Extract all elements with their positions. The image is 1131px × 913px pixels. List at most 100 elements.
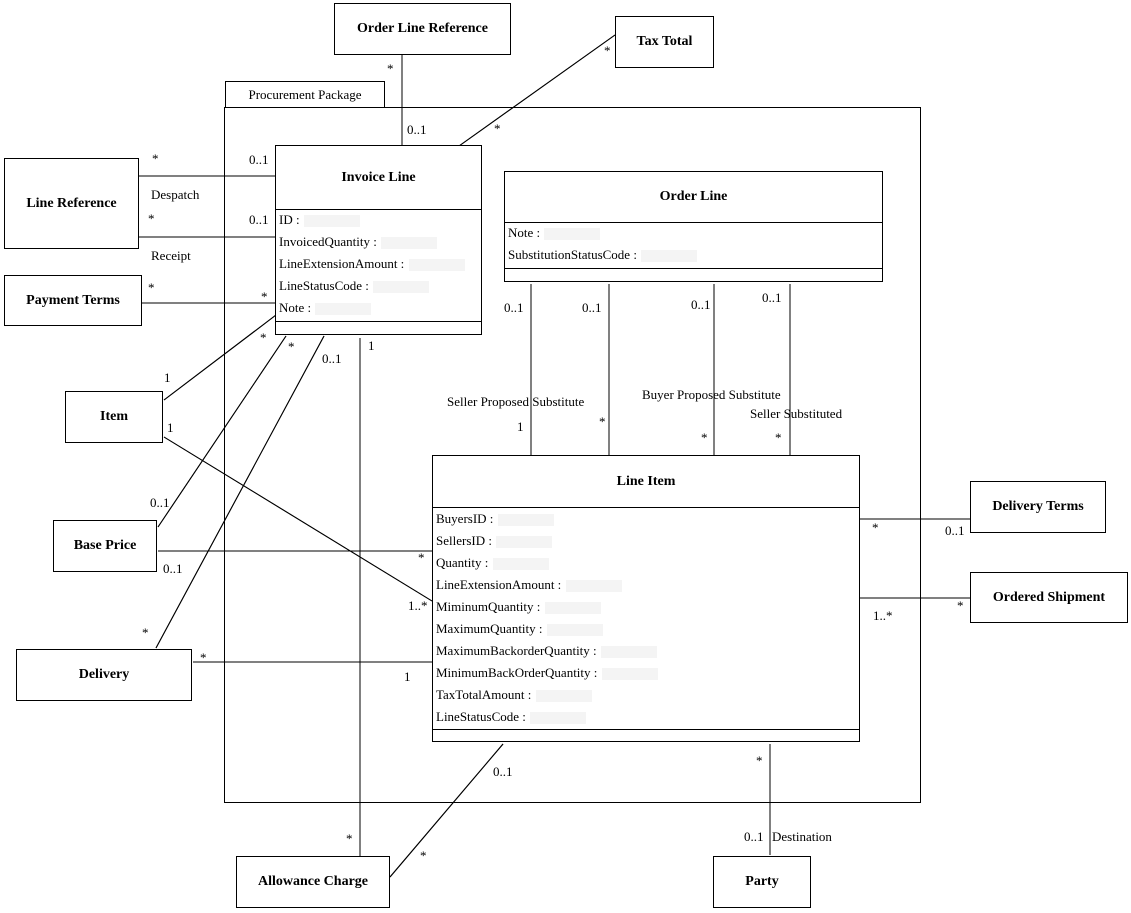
- multiplicity: *: [346, 831, 353, 846]
- class-name: Ordered Shipment: [992, 589, 1106, 605]
- attribute: BuyersID :: [436, 511, 554, 527]
- package-name: Procurement Package: [248, 86, 362, 102]
- multiplicity: *: [599, 414, 606, 429]
- class-allowance-charge[interactable]: Allowance Charge: [236, 856, 390, 908]
- class-base-price[interactable]: Base Price: [53, 520, 157, 572]
- multiplicity: 0..1: [744, 829, 764, 844]
- multiplicity: 0..1: [150, 495, 170, 510]
- attribute: Note :: [279, 300, 372, 316]
- assoc-bp-il-overlay: [157, 335, 287, 528]
- class-delivery-terms[interactable]: Delivery Terms: [970, 481, 1106, 533]
- multiplicity: 1..*: [408, 598, 428, 613]
- class-tax-total[interactable]: Tax Total: [615, 16, 714, 68]
- role-label-destination: Destination: [772, 829, 832, 844]
- role-label-seller-substituted: Seller Substituted: [750, 406, 843, 421]
- multiplicity: *: [200, 650, 207, 665]
- class-name: Party: [745, 874, 779, 889]
- class-name: Line Reference: [26, 195, 117, 211]
- attribute: TaxTotalAmount :: [436, 687, 592, 703]
- separator: [433, 729, 859, 730]
- multiplicity: 0..1: [249, 212, 269, 227]
- class-delivery[interactable]: Delivery: [16, 649, 192, 701]
- multiplicity: 0..1: [504, 300, 524, 315]
- attribute: MiminumQuantity :: [436, 599, 601, 615]
- multiplicity: 1..*: [873, 608, 893, 623]
- class-line-item[interactable]: Line Item BuyersID : SellersID : Quantit…: [432, 455, 860, 742]
- multiplicity: 0..1: [493, 764, 513, 779]
- package-tab: Procurement Package: [225, 81, 385, 108]
- class-name: Base Price: [73, 538, 137, 553]
- multiplicity: *: [494, 121, 501, 136]
- attribute: MaximumQuantity :: [436, 621, 603, 637]
- multiplicity: 0..1: [691, 297, 711, 312]
- multiplicity: 1: [517, 419, 524, 434]
- multiplicity: *: [418, 550, 425, 565]
- role-label-receipt: Receipt: [151, 248, 191, 263]
- assoc-taxtotal-invoiceline-overlay: [458, 34, 616, 147]
- class-name: Order Line Reference: [357, 21, 488, 36]
- assoc-item-li-overlay: [163, 436, 433, 602]
- multiplicity: *: [288, 339, 295, 354]
- multiplicity: 0..1: [945, 523, 965, 538]
- multiplicity: 0..1: [249, 152, 269, 167]
- class-party[interactable]: Party: [713, 856, 811, 908]
- multiplicity: 0..1: [163, 561, 183, 576]
- class-name: Payment Terms: [26, 292, 120, 308]
- class-name: Delivery Terms: [992, 499, 1084, 514]
- assoc-del-il-overlay: [155, 335, 325, 649]
- class-name: Allowance Charge: [257, 874, 369, 889]
- assoc-li-ac-overlay: [389, 743, 504, 878]
- multiplicity: *: [260, 330, 267, 345]
- multiplicity: *: [387, 61, 394, 76]
- multiplicity: 1: [164, 370, 171, 385]
- multiplicity: *: [775, 430, 782, 445]
- class-name: Order Line: [659, 189, 728, 204]
- multiplicity: *: [872, 520, 879, 535]
- attribute: MaximumBackorderQuantity :: [436, 643, 657, 659]
- separator: [433, 507, 859, 508]
- class-line-reference[interactable]: Line Reference: [4, 158, 139, 249]
- multiplicity: *: [420, 848, 427, 863]
- class-name: Invoice Line: [341, 169, 416, 185]
- attribute: LineExtensionAmount :: [436, 577, 622, 593]
- class-name: Tax Total: [636, 34, 693, 49]
- attribute: Note :: [508, 225, 601, 241]
- separator: [505, 268, 882, 269]
- multiplicity: *: [701, 430, 708, 445]
- attribute: ID :: [279, 212, 360, 228]
- class-order-line-reference[interactable]: Order Line Reference: [334, 3, 511, 55]
- class-payment-terms[interactable]: Payment Terms: [4, 275, 142, 326]
- separator: [276, 209, 481, 210]
- role-label-buyer-proposed-substitute: Buyer Proposed Substitute: [642, 387, 781, 402]
- multiplicity: 1: [404, 669, 411, 684]
- class-name: Line Item: [616, 473, 676, 489]
- class-item[interactable]: Item: [65, 391, 163, 443]
- separator: [276, 321, 481, 322]
- multiplicity: *: [148, 211, 155, 226]
- role-label-despatch: Despatch: [151, 187, 200, 202]
- assoc-item-il-overlay: [163, 314, 277, 401]
- multiplicity: 0..1: [322, 351, 342, 366]
- class-invoice-line[interactable]: Invoice Line ID : InvoicedQuantity : Lin…: [275, 145, 482, 335]
- class-name: Delivery: [78, 667, 130, 682]
- multiplicity: 1: [368, 338, 375, 353]
- multiplicity: 1: [167, 420, 174, 435]
- class-order-line[interactable]: Order Line Note : SubstitutionStatusCode…: [504, 171, 883, 282]
- class-ordered-shipment[interactable]: Ordered Shipment: [970, 572, 1128, 623]
- role-label-seller-proposed-substitute: Seller Proposed Substitute: [447, 394, 585, 409]
- attribute: LineStatusCode :: [436, 709, 587, 725]
- attribute: LineExtensionAmount :: [279, 256, 465, 272]
- attribute: LineStatusCode :: [279, 278, 430, 294]
- multiplicity: *: [142, 625, 149, 640]
- multiplicity: *: [604, 43, 611, 58]
- attribute: InvoicedQuantity :: [279, 234, 438, 250]
- attribute: MinimumBackOrderQuantity :: [436, 665, 658, 681]
- attribute: SubstitutionStatusCode :: [508, 247, 698, 263]
- multiplicity: *: [756, 753, 763, 768]
- multiplicity: 0..1: [762, 290, 782, 305]
- separator: [505, 222, 882, 223]
- package-frame: [224, 107, 921, 803]
- multiplicity: *: [261, 289, 268, 304]
